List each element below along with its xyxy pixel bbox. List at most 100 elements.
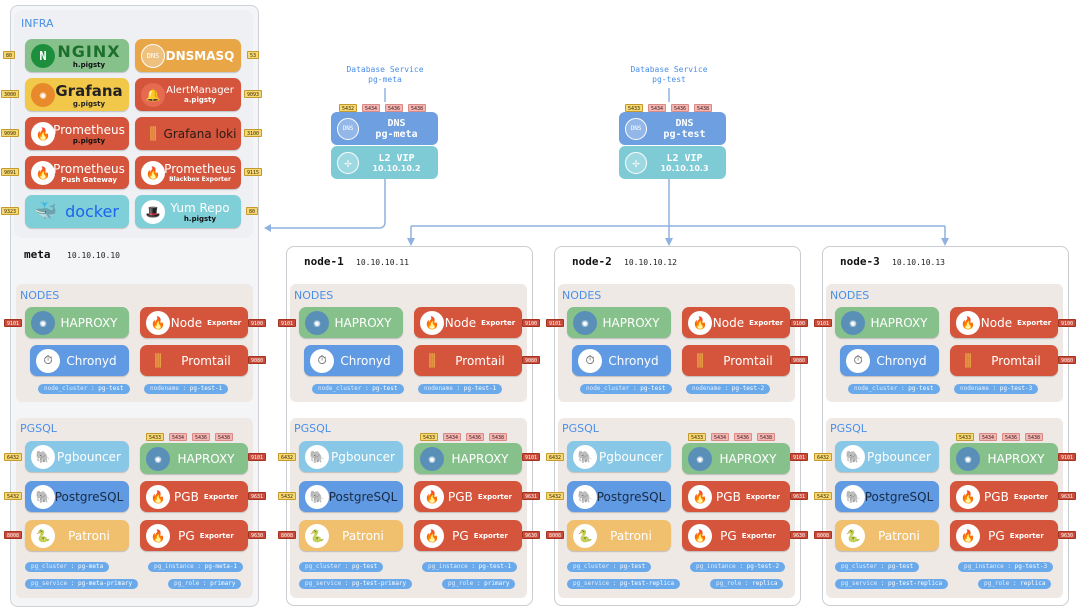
promtail-service[interactable]: ⫼ Promtail [414,345,522,376]
yum-repo-label: Yum Repo [170,200,230,215]
postgres-service[interactable]: 🐘 PostgreSQL [25,481,129,512]
haproxy-pg-port: 9101 [790,453,809,461]
node-name: node-1 [304,255,344,268]
haproxy-svc-port: 5434 [443,433,462,441]
haproxy-pg-service[interactable]: ✺ HAPROXY [682,443,790,474]
haproxy-svc-port: 5438 [1025,433,1044,441]
patroni-service[interactable]: 🐍 Patroni [567,520,671,551]
grafana-port: 3000 [1,90,20,98]
haproxy-svc-port: 5433 [146,433,165,441]
pg-exporter-port: 9630 [522,531,541,539]
chronyd-service[interactable]: ⏱ Chronyd [304,345,403,376]
redhat-icon: 🎩 [141,199,165,224]
elephant-icon: 🐘 [305,484,329,509]
elephant-icon: 🐘 [841,484,865,509]
postgres-service[interactable]: 🐘 PostgreSQL [567,481,671,512]
patroni-service[interactable]: 🐍 Patroni [25,520,129,551]
python-icon: 🐍 [573,523,597,548]
promtail-service[interactable]: ⫼ Promtail [140,345,248,376]
promtail-service[interactable]: ⫼ Promtail [950,345,1058,376]
grafana-label: Grafana [55,81,123,100]
grafana-sub: g.pigsty [72,99,106,108]
node-exporter-port: 9100 [790,319,809,327]
svc-port: 5436 [671,104,690,112]
patroni-service[interactable]: 🐍 Patroni [299,520,403,551]
haproxy-service[interactable]: ✺ HAPROXY [567,307,671,338]
nginx-port: 80 [3,51,16,59]
arrow-head-infra [264,224,271,232]
promtail-icon: ⫼ [696,350,704,370]
haproxy-icon: ✺ [146,446,170,471]
haproxy-pg-service[interactable]: ✺ HAPROXY [140,443,248,474]
prometheus-icon: 🔥 [688,523,712,548]
pg-role-label: pg_role : primary [442,579,516,589]
promtail-port: 9080 [522,356,541,364]
chronyd-service[interactable]: ⏱ Chronyd [572,345,671,376]
docker-service[interactable]: 🐳 docker [25,195,129,228]
patroni-service[interactable]: 🐍 Patroni [835,520,939,551]
prometheus-icon: 🔥 [688,310,712,335]
pg-instance-label: pg_instance : pg-test-1 [422,562,518,572]
dnsmasq-service[interactable]: DNS DNSMASQ [135,39,241,72]
pgbouncer-service[interactable]: 🐘 Pgbouncer [835,441,939,472]
node-cluster-label: node_cluster : pg-test [580,384,672,394]
pg-cluster-label: pg_cluster : pg-test [299,562,384,572]
db-service-test-title: Database Service pg-test [630,65,708,84]
haproxy-port: 9101 [278,319,297,327]
pg-exporter-port: 9630 [1058,531,1077,539]
pgbouncer-port: 6432 [278,453,297,461]
haproxy-svc-port: 5438 [215,433,234,441]
haproxy-port: 9101 [4,319,23,327]
haproxy-service[interactable]: ✺ HAPROXY [835,307,939,338]
postgres-port: 5432 [546,492,565,500]
svc-port: 5434 [648,104,667,112]
pgbouncer-service[interactable]: 🐘 Pgbouncer [299,441,403,472]
pgb-exporter-port: 9631 [790,492,809,500]
pgbouncer-port: 6432 [814,453,833,461]
loki-service[interactable]: ⫼ Grafana loki [135,117,241,150]
nodes-section [16,284,253,402]
pgbouncer-service[interactable]: 🐘 Pgbouncer [25,441,129,472]
haproxy-icon: ✺ [305,310,329,335]
haproxy-icon: ✺ [688,446,712,471]
haproxy-pg-service[interactable]: ✺ HAPROXY [414,443,522,474]
haproxy-service[interactable]: ✺ HAPROXY [25,307,129,338]
node-cluster-label: node_cluster : pg-test [312,384,404,394]
pg-service-label: pg_service : pg-meta-primary [25,579,139,589]
postgres-service[interactable]: 🐘 PostgreSQL [835,481,939,512]
pgbouncer-service[interactable]: 🐘 Pgbouncer [567,441,671,472]
haproxy-icon: ✺ [420,446,444,471]
haproxy-port: 9101 [546,319,565,327]
chronyd-service[interactable]: ⏱ Chronyd [30,345,129,376]
haproxy-pg-service[interactable]: ✺ HAPROXY [950,443,1058,474]
haproxy-service[interactable]: ✺ HAPROXY [299,307,403,338]
nodename-label: nodename : pg-test-2 [686,384,771,394]
promtail-service[interactable]: ⫼ Promtail [682,345,790,376]
postgres-service[interactable]: 🐘 PostgreSQL [299,481,403,512]
chronyd-service[interactable]: ⏱ Chronyd [840,345,939,376]
